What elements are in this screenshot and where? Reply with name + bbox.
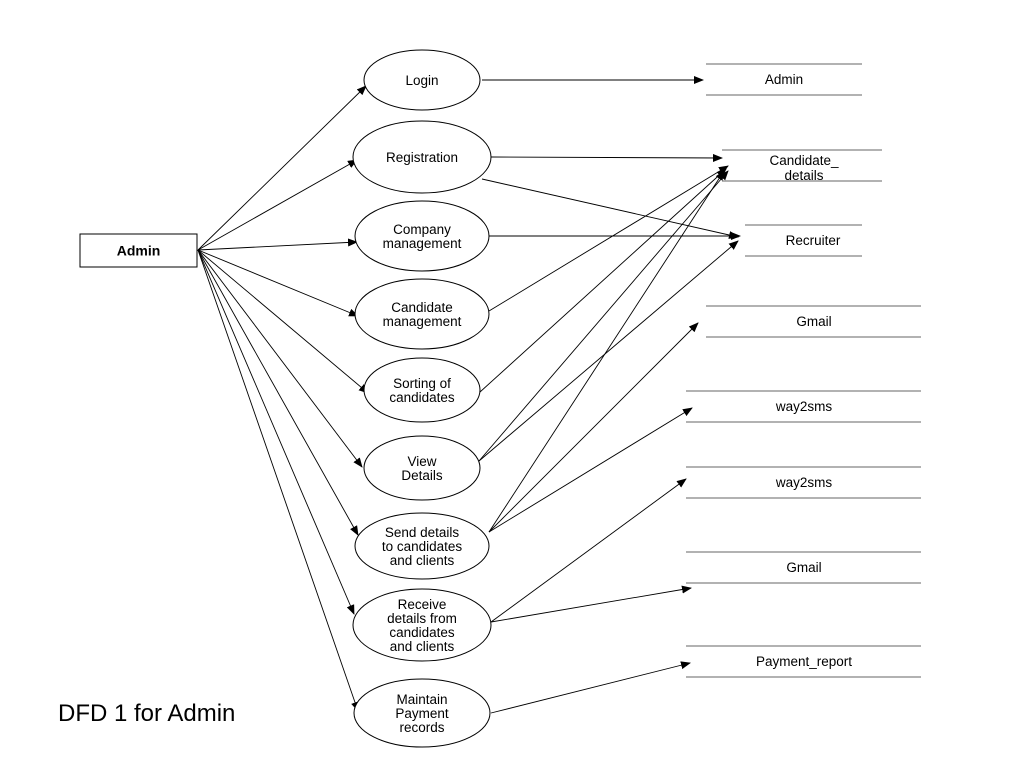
store-way2sms-1: way2sms [686,390,921,423]
process-label: Sorting of [393,376,451,391]
flow-send-details-to-way2sms-1 [488,407,693,533]
process-label: Details [401,468,443,483]
flow-receive-details-to-gmail-2 [490,585,692,623]
process-label: details from [387,611,457,626]
process-label: Login [405,73,438,88]
processes: LoginRegistrationCompanymanagementCandid… [352,49,492,748]
store-gmail-1: Gmail [706,305,921,338]
store-label: Admin [765,72,803,87]
flow-admin-to-receive-details [197,249,355,615]
store-gmail-2: Gmail [686,551,921,584]
flow-admin-to-login [197,85,367,251]
flow-registration-to-candidate-details [490,153,723,162]
flow-admin-to-registration [197,159,358,251]
flow-admin-to-maintain-payment-records [197,249,359,712]
flow-admin-to-sorting-of-candidates [197,249,369,394]
process-label: Candidate [391,300,453,315]
store-label: Candidate_ [769,153,839,168]
flow-maintain-payment-records-to-payment-report [490,661,691,714]
flow-admin-to-candidate-management [197,249,359,317]
process-label: Registration [386,150,458,165]
flow-admin-to-send-details [197,249,359,536]
entity-label: Admin [117,243,161,259]
external-entities: Admin [79,233,198,268]
flow-receive-details-to-way2sms-2 [490,478,687,623]
process-label: Receive [398,597,447,612]
process-label: Maintain [396,692,447,707]
process-label: management [383,314,462,329]
process-label: candidates [389,390,455,405]
process-label: management [383,236,462,251]
process-label: candidates [389,625,455,640]
process-label: Send details [385,525,460,540]
flow-candidate-management-to-candidate-details [488,165,729,312]
process-label: to candidates [382,539,463,554]
store-label: way2sms [775,475,833,490]
diagram-caption: DFD 1 for Admin [58,700,236,727]
store-label: Gmail [786,560,821,575]
flow-send-details-to-gmail-1 [488,322,699,533]
flow-view-details-to-candidate-details [478,170,729,462]
flow-sorting-of-candidates-to-candidate-details [479,168,727,393]
store-label: Payment_report [756,654,852,669]
process-label: Payment [395,706,449,721]
data-flows [197,76,741,714]
store-label: details [784,168,823,183]
process-label: Company [393,222,451,237]
flow-admin-to-view-details [197,249,363,468]
store-candidate-details: Candidate_details [722,149,882,183]
store-label: Gmail [796,314,831,329]
entity-admin: Admin [79,233,198,268]
flow-send-details-to-candidate-details [488,170,725,533]
process-label: records [399,720,444,735]
store-label: way2sms [775,399,833,414]
store-admin-store: Admin [706,63,862,96]
flow-registration-to-recruiter [481,178,739,239]
store-way2sms-2: way2sms [686,466,921,499]
process-label: View [407,454,436,469]
flow-admin-to-company-management [197,238,358,251]
store-label: Recruiter [786,233,841,248]
store-payment-report: Payment_report [686,645,921,678]
process-login: Login [363,49,481,111]
process-label: and clients [390,639,455,654]
store-recruiter: Recruiter [745,224,862,257]
flow-view-details-to-recruiter [478,240,739,462]
process-label: and clients [390,553,455,568]
process-registration: Registration [352,120,492,194]
